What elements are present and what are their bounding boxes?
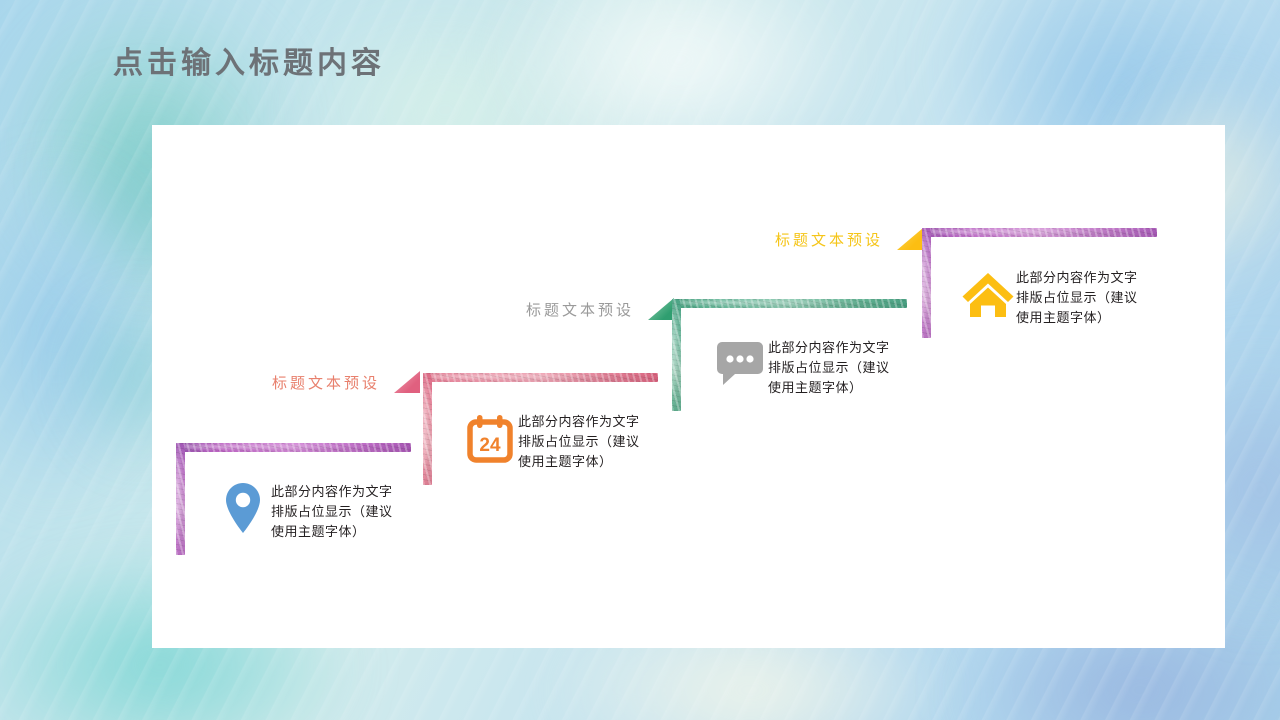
step-1-text: 此部分内容作为文字排版占位显示（建议使用主题字体） [271, 484, 393, 540]
svg-text:24: 24 [479, 435, 501, 456]
step-1-caption: 标题文本预设 [272, 374, 381, 392]
speech-bubble-icon [712, 334, 768, 394]
content-panel [152, 125, 1225, 648]
step-3-body: 此部分内容作为文字排版占位显示（建议使用主题字体） [712, 334, 894, 398]
step-3-text: 此部分内容作为文字排版占位显示（建议使用主题字体） [768, 340, 890, 396]
step-1-bracket-left-bar [176, 443, 185, 555]
step-1-bracket-top-bar [176, 443, 411, 452]
page-title: 点击输入标题内容 [113, 47, 385, 80]
step-1-header: 标题文本预设 [272, 371, 421, 393]
step-4-bracket-top-bar [922, 228, 1157, 237]
step-3-bracket-top-bar [672, 299, 907, 308]
home-icon [960, 264, 1016, 324]
step-2-text: 此部分内容作为文字排版占位显示（建议使用主题字体） [518, 414, 640, 470]
step-2-caption: 标题文本预设 [526, 301, 635, 319]
step-2-header: 标题文本预设 [526, 298, 675, 320]
step-3-triangle-icon [897, 228, 924, 250]
step-3-bracket-left-bar [672, 299, 681, 411]
step-4-bracket-left-bar [922, 228, 931, 338]
step-4-text: 此部分内容作为文字排版占位显示（建议使用主题字体） [1016, 270, 1138, 326]
step-4-body: 此部分内容作为文字排版占位显示（建议使用主题字体） [960, 264, 1142, 328]
step-2-bracket-left-bar [423, 373, 432, 485]
step-3-caption: 标题文本预设 [775, 231, 884, 249]
location-pin-icon [215, 478, 271, 538]
step-2-body: 24 此部分内容作为文字排版占位显示（建议使用主题字体） [462, 408, 644, 472]
step-2-triangle-icon [648, 298, 675, 320]
step-1-triangle-icon [394, 371, 421, 393]
step-3-header: 标题文本预设 [775, 228, 924, 250]
step-2-bracket-top-bar [423, 373, 658, 382]
calendar-24-icon: 24 [462, 408, 518, 468]
step-1-body: 此部分内容作为文字排版占位显示（建议使用主题字体） [215, 478, 397, 542]
